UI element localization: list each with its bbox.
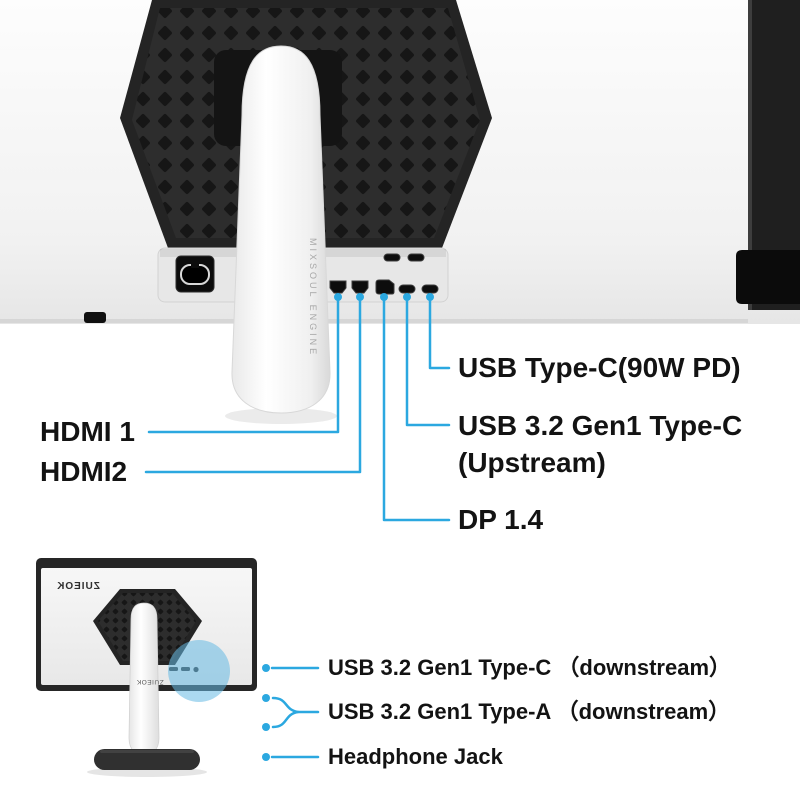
hdmi1-label: HDMI 1 [40, 416, 135, 447]
headphone-jack-label: Headphone Jack [328, 744, 503, 769]
hdmi2-label: HDMI2 [40, 456, 128, 487]
usb-c-upstream-label-line2: (Upstream) [458, 447, 606, 478]
rubber-foot [84, 312, 106, 323]
brand-logo-engraved: ZUIEOK [136, 678, 163, 685]
usb-c-upstream-label-line1: USB 3.2 Gen1 Type-C [458, 410, 743, 441]
usb-c-port [383, 253, 401, 262]
displayport-port [375, 279, 395, 295]
monitor-back-closeup: MIXSOUL ENGINE [0, 0, 800, 424]
svg-text:ZUIEOK: ZUIEOK [136, 678, 163, 685]
overview-monitor: ZUIEOK ZUIEOK [36, 558, 257, 777]
usb-c-downstream-callout-line [262, 664, 320, 672]
usb-c-upstream-port [398, 284, 416, 294]
usb-c-downstream-label: USB 3.2 Gen1 Type-C （downstream） [328, 655, 732, 680]
hdmi1-port [329, 280, 347, 294]
headphone-callout-line [262, 753, 320, 761]
usb-c-port [407, 253, 425, 262]
stand-engraving: MIXSOUL ENGINE [308, 238, 318, 357]
usb-c-pd-label: USB Type-C(90W PD) [458, 352, 741, 383]
dp-label: DP 1.4 [458, 504, 544, 535]
power-inlet-port [175, 255, 215, 293]
usb-a-downstream-callout-bracket [262, 694, 320, 731]
monitor-side-edge [736, 0, 800, 310]
monitor-back-overview: ZUIEOK ZUIEOK [36, 558, 257, 777]
svg-text:ZUIEOK: ZUIEOK [56, 581, 100, 592]
usb-a-downstream-label: USB 3.2 Gen1 Type-A （downstream） [328, 699, 731, 724]
stand-base [87, 749, 207, 777]
highlight-circle [168, 640, 230, 702]
usb-c-upstream-label: USB 3.2 Gen1 Type-C (Upstream) [458, 407, 742, 481]
usb-c-pd-port [421, 284, 439, 294]
brand-logo-mirrored: ZUIEOK [56, 581, 100, 592]
hdmi2-port [351, 280, 369, 294]
